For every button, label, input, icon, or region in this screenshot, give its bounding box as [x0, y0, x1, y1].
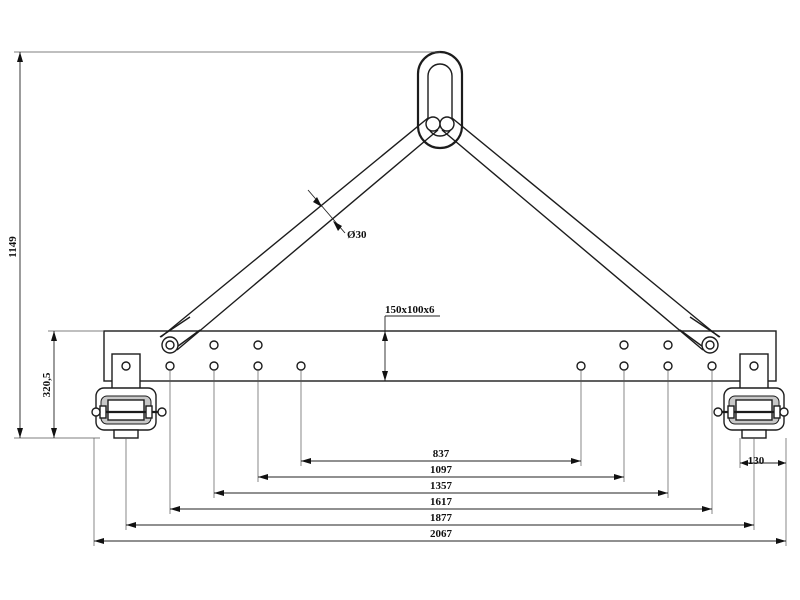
dimension-837: 837: [301, 448, 581, 464]
main-beam: [103, 330, 777, 382]
dimension-label-320-5: 320,5: [41, 372, 53, 397]
diameter-callout: Ø30: [307, 189, 367, 241]
dimension-1357: 1357: [214, 480, 668, 496]
dimension-label-1877: 1877: [430, 512, 453, 524]
dimension-2067: 2067: [94, 528, 786, 544]
profile-callout: 150x100x6: [382, 304, 440, 381]
right-sling-rod: [439, 116, 721, 354]
extension-lines: [93, 370, 787, 546]
dimension-label-130: 130: [748, 455, 765, 467]
shackle-link: [416, 50, 464, 150]
dimension-1877: 1877: [126, 512, 754, 528]
profile-label: 150x100x6: [385, 304, 435, 316]
dimension-label-1617: 1617: [430, 496, 453, 508]
dimension-320-5: 320,5: [41, 330, 104, 438]
dimension-label-1149: 1149: [7, 236, 19, 258]
dimension-label-1097: 1097: [430, 464, 453, 476]
dimension-1097: 1097: [258, 464, 624, 480]
dimension-label-837: 837: [433, 448, 450, 460]
dimension-label-1357: 1357: [430, 480, 453, 492]
dimension-label-2067: 2067: [430, 528, 453, 540]
left-sling-rod: [159, 116, 441, 354]
left-roller-assembly: [91, 353, 167, 439]
right-roller-assembly: [713, 353, 789, 439]
dimension-1617: 1617: [170, 496, 712, 512]
diameter-label: Ø30: [347, 229, 367, 241]
dimension-130: 130: [740, 455, 786, 467]
dimension-1149: 1149: [7, 51, 440, 439]
beam-holes: [165, 340, 717, 371]
